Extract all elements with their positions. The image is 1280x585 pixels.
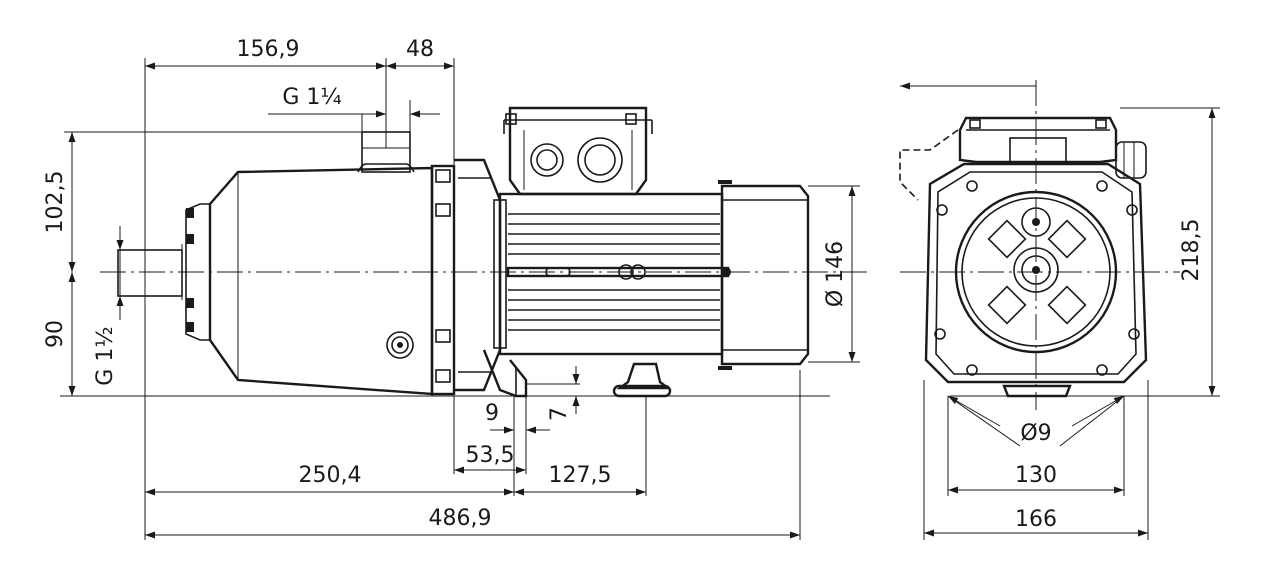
dim-foot-offset-label: 53,5 (466, 443, 515, 468)
dim-total-length-label: 486,9 (429, 506, 492, 531)
discharge-thread-label: G 1¼ (282, 85, 341, 110)
fan-cover (720, 184, 810, 366)
dim-total-width-label: 166 (1015, 507, 1057, 532)
front-terminal-box (958, 116, 1147, 179)
pump-housing (208, 166, 434, 396)
dim-motor-diameter-label: Ø 146 (823, 241, 848, 307)
terminal-box (503, 106, 653, 196)
lantern-flange (430, 158, 502, 396)
front-foot (1002, 384, 1072, 398)
dim-inlet-offset-label: 156,9 (237, 37, 300, 62)
dim-foot-slot-label: 9 (485, 401, 499, 426)
pump-foot (482, 349, 580, 398)
dim-lower-height-label: 90 (43, 320, 68, 348)
dim-hole-label: Ø9 (1020, 421, 1051, 446)
dim-foot-height-label: 7 (547, 407, 572, 421)
suction-thread-label: G 1½ (93, 326, 118, 385)
front-dimensions (900, 82, 1220, 540)
front-motor-housing (924, 162, 1148, 384)
motor-foot (612, 362, 672, 398)
dim-foot-width-label: 130 (1015, 463, 1057, 488)
motor-body (493, 180, 732, 370)
terminal-box-swing-outline (899, 129, 959, 201)
front-view: 218,5 Ø9 130 166 (899, 80, 1220, 540)
suction-nozzle (117, 244, 183, 300)
dim-total-height-label: 218,5 (1179, 219, 1204, 282)
dim-discharge-width-label: 48 (406, 37, 434, 62)
dim-upper-height-label: 102,5 (43, 171, 68, 234)
side-view: 156,9 48 G 1¼ 102,5 90 G 1½ Ø 146 9 7 53… (43, 37, 870, 540)
side-dimensions (64, 58, 860, 540)
dim-foot-to-front-label: 250,4 (299, 463, 362, 488)
dim-foot-spacing-label: 127,5 (549, 463, 612, 488)
